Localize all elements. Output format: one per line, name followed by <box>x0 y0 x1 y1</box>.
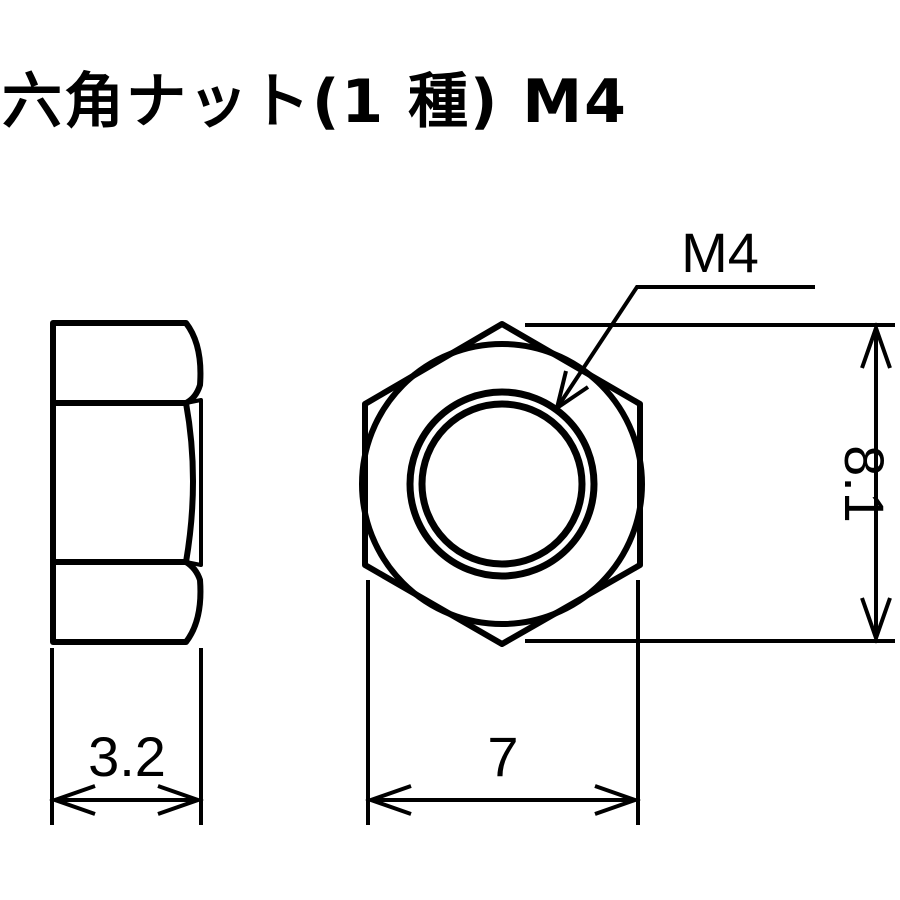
hex-outline <box>362 321 643 647</box>
chamfer-circle <box>359 341 645 627</box>
across-corners-label: 8.1 <box>833 445 896 523</box>
dimension-across-corners <box>525 321 895 645</box>
thread-outer-circle <box>406 388 598 580</box>
page-title: 六角ナット(1 種) M4 <box>2 67 628 137</box>
dimension-across-flats <box>364 580 642 825</box>
thread-size-label: M4 <box>681 221 759 284</box>
side-view <box>50 320 204 645</box>
thread-inner-circle <box>418 400 586 568</box>
thickness-label: 3.2 <box>88 725 166 788</box>
thread-leader <box>553 285 815 413</box>
dimension-thickness <box>48 648 205 825</box>
front-view <box>359 321 645 647</box>
across-flats-label: 7 <box>487 725 518 788</box>
